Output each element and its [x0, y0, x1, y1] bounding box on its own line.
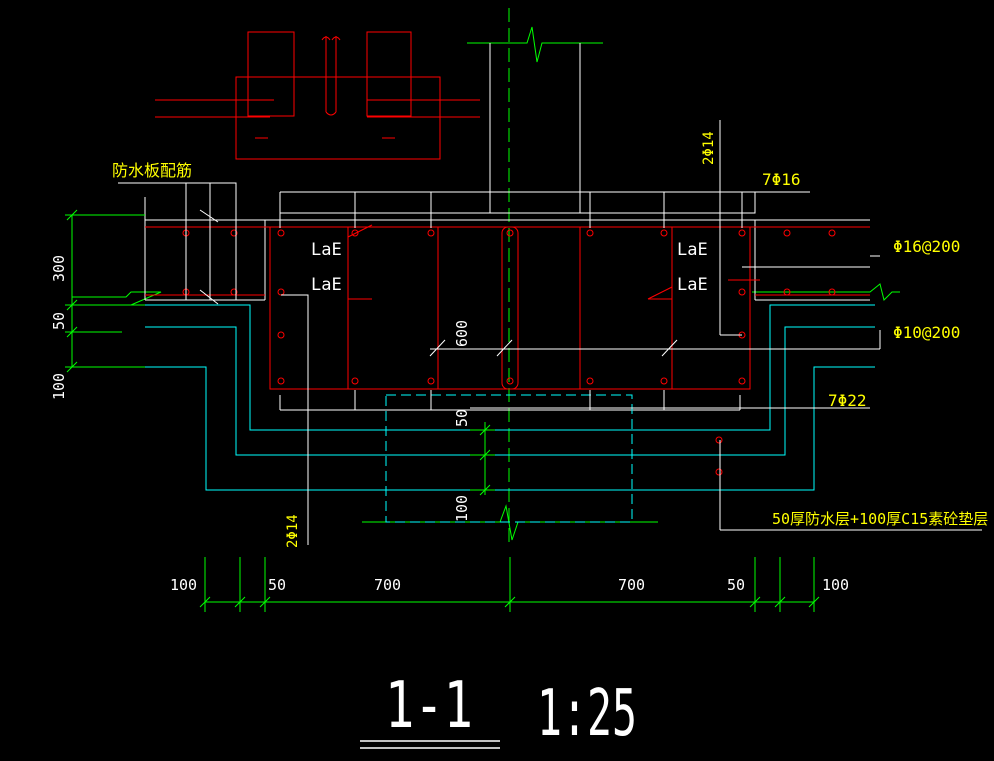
dim-600: 600 — [453, 320, 471, 347]
column-outline — [72, 26, 900, 541]
dim-300: 300 — [50, 255, 68, 282]
cushion-note: 50厚防水层+100厚C15素砼垫层 — [772, 510, 988, 528]
dim-bottom-1: 100 — [170, 576, 197, 594]
anchor-label-2: LaE — [311, 275, 342, 295]
dimension-lines — [65, 209, 820, 612]
leader-lines — [118, 120, 982, 545]
anchorage-labels: LaE LaE LaE LaE — [311, 240, 708, 295]
dim-bottom-2: 50 — [268, 576, 286, 594]
hook-detail — [155, 31, 480, 160]
dimension-values: 300 50 100 600 50 100 100 50 700 700 50 … — [50, 255, 849, 594]
dim-100-pit: 100 — [453, 495, 471, 522]
top-bars-label: 7Φ16 — [762, 170, 801, 189]
concrete-outline — [144, 43, 870, 411]
anchor-label-3: LaE — [677, 240, 708, 260]
rebar-cage — [145, 224, 870, 390]
side-bars-top-label: 2Φ14 — [701, 131, 717, 165]
section-label: 1-1 — [385, 669, 473, 743]
bottom-bars-label: 7Φ22 — [828, 391, 867, 410]
anchor-label-4: LaE — [677, 275, 708, 295]
dim-bottom-3: 700 — [374, 576, 401, 594]
annotation-labels: 防水板配筋 7Φ16 Φ16@200 Φ10@200 7Φ22 50厚防水层+1… — [112, 131, 988, 548]
dim-50-pit: 50 — [453, 409, 471, 427]
waterproof-layer — [145, 304, 875, 523]
dim-bottom-6: 100 — [822, 576, 849, 594]
waterproof-slab-label: 防水板配筋 — [112, 161, 192, 180]
scale-label: 1:25 — [537, 677, 637, 751]
side-bars-bottom-label: 2Φ14 — [285, 514, 301, 548]
dim-100-left: 100 — [50, 373, 68, 400]
dim-bottom-4: 700 — [618, 576, 645, 594]
section-title: 1-1 1:25 — [360, 669, 637, 751]
rebar-bars — [182, 229, 836, 476]
slab-bars-label: Φ16@200 — [893, 237, 960, 256]
dim-bottom-5: 50 — [727, 576, 745, 594]
stirrups-label: Φ10@200 — [893, 323, 960, 342]
dim-50-left: 50 — [50, 312, 68, 330]
anchor-label-1: LaE — [311, 240, 342, 260]
